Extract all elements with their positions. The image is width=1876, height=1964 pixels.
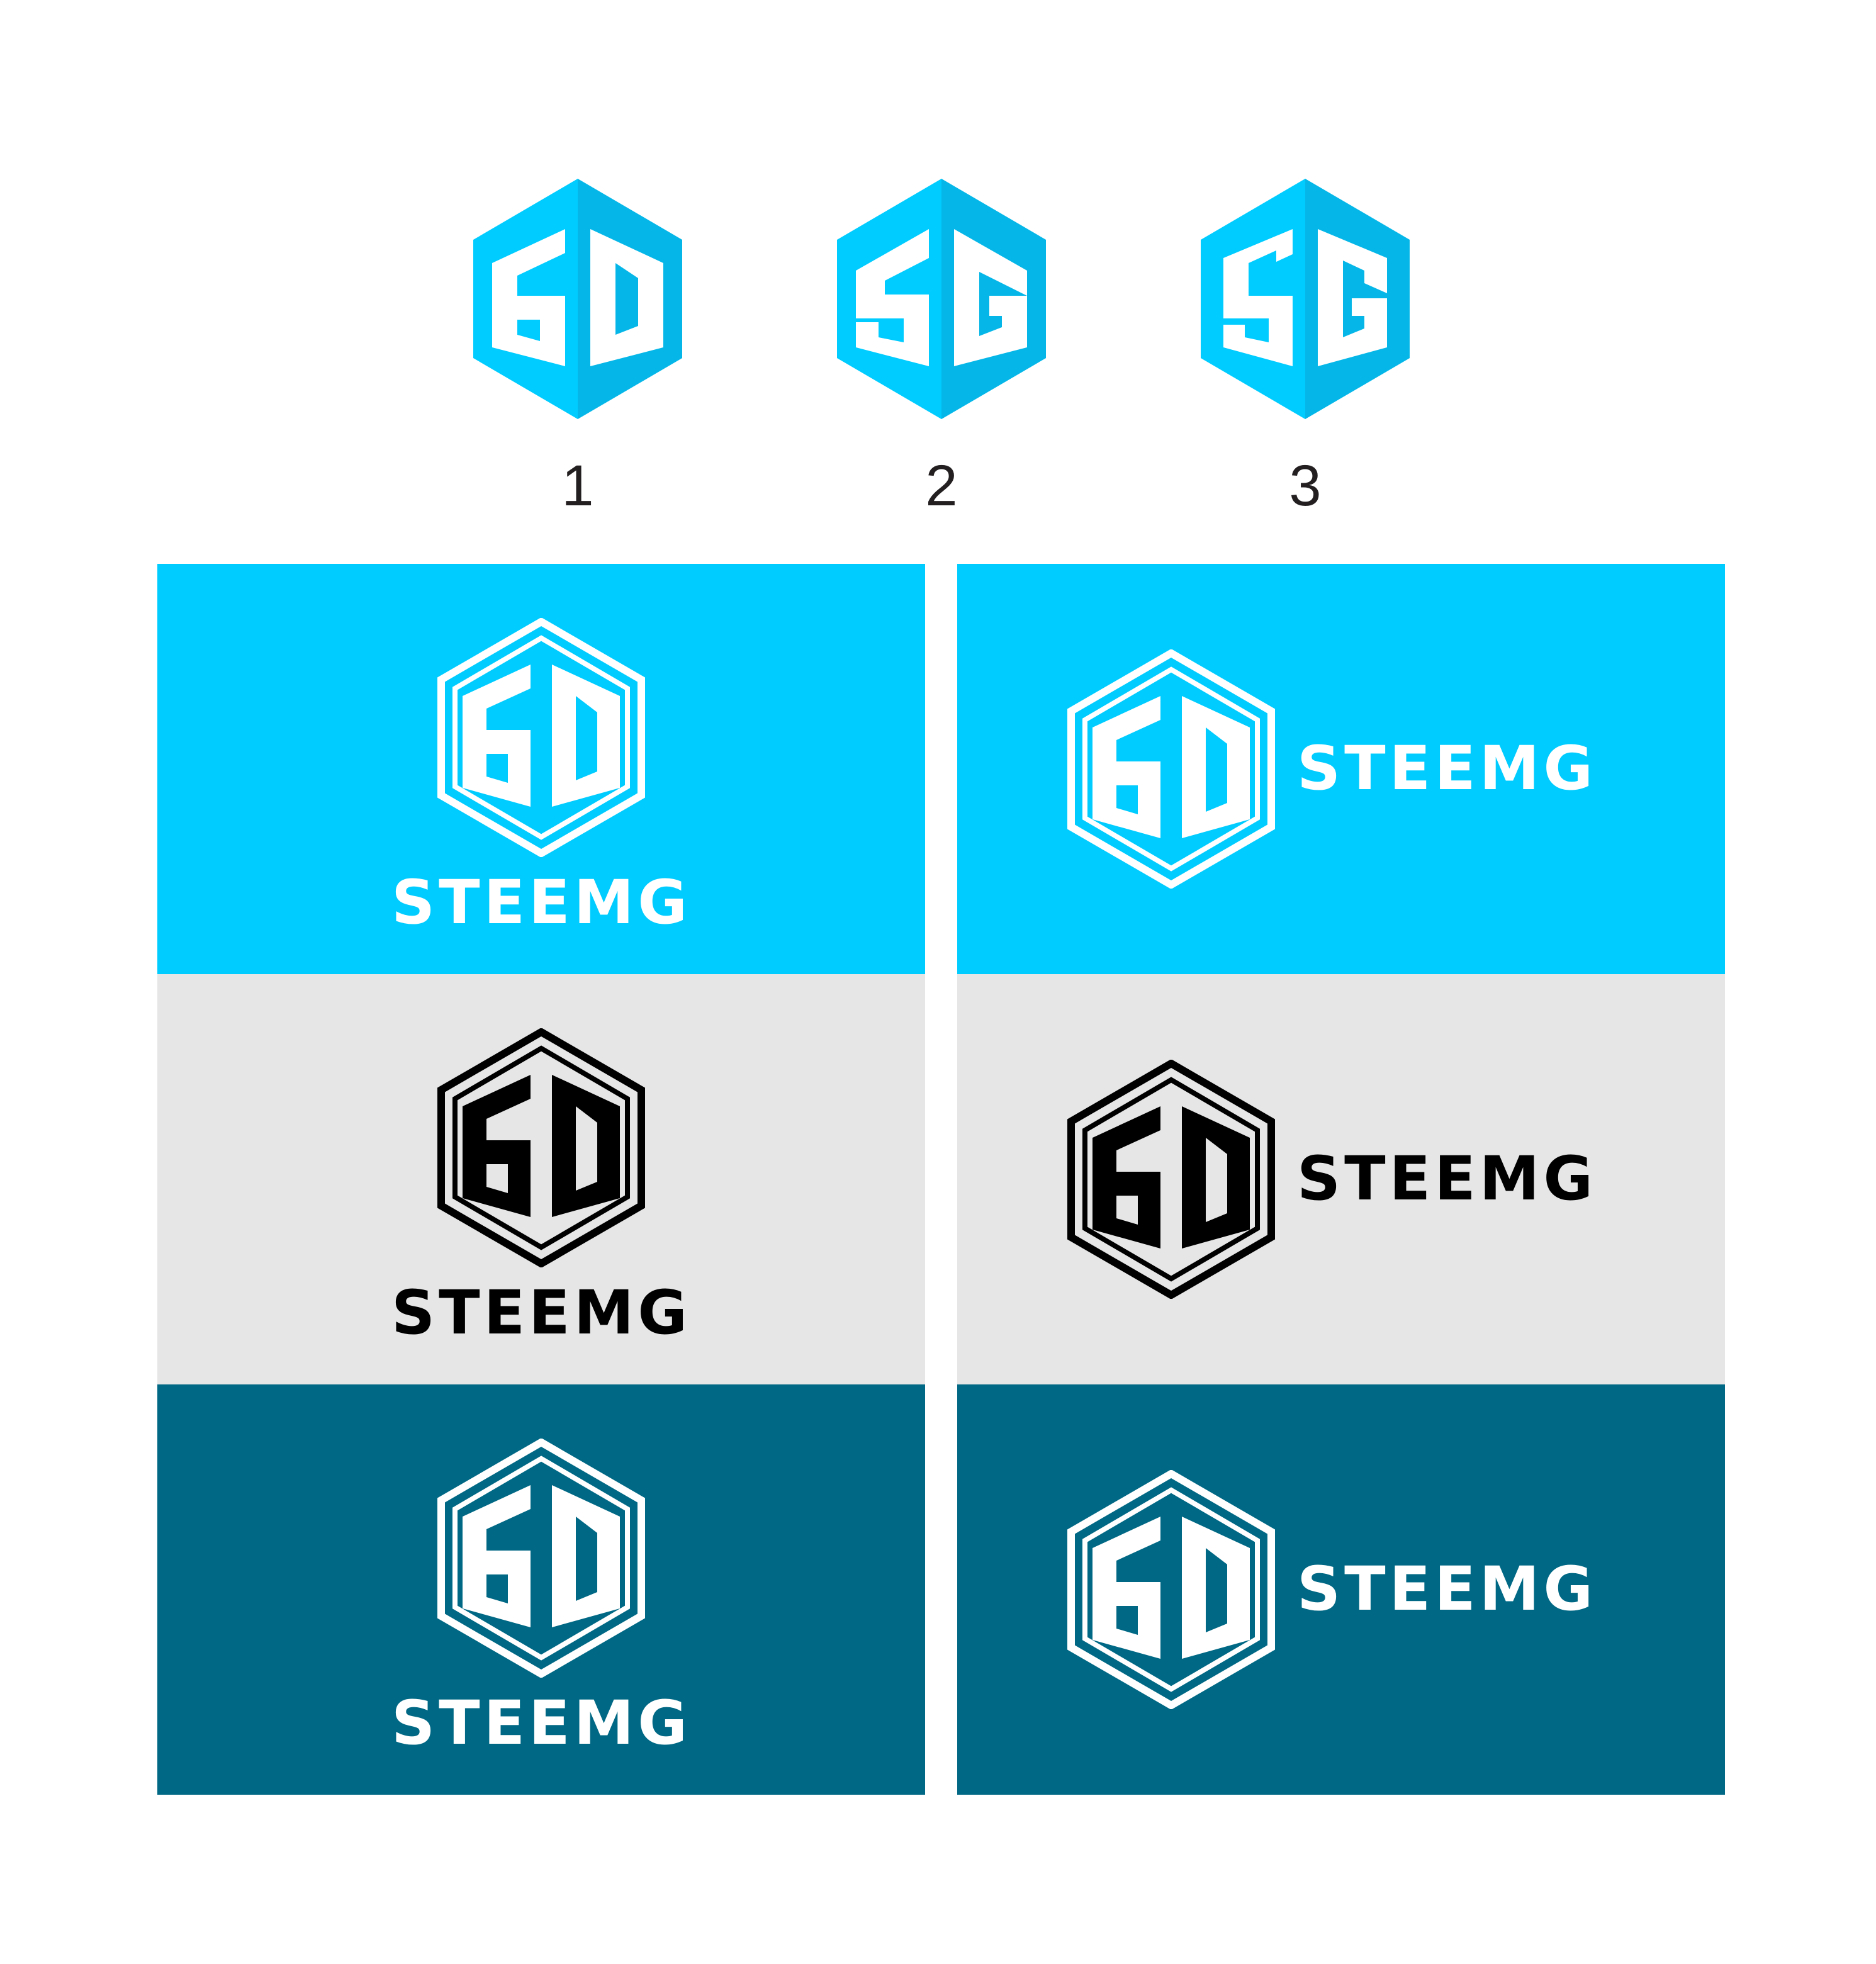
sg-emblem-outline-icon (437, 1028, 645, 1267)
emblem-variant-2 (834, 176, 1048, 422)
lockup-inline-sky: STEEMG (957, 564, 1725, 974)
variant-number-3: 3 (1289, 454, 1322, 518)
variant-number-2: 2 (925, 454, 958, 518)
sg-emblem-outline-icon (1067, 649, 1275, 889)
wordmark: STEEMG (1297, 1143, 1597, 1214)
wordmark: STEEMG (391, 1688, 692, 1758)
wordmark: STEEMG (391, 867, 692, 938)
sg-emblem-outline-icon (1067, 1470, 1275, 1709)
sg-emblem-gradient-icon (473, 179, 682, 419)
lockup-inline-gray: STEEMG (957, 974, 1725, 1384)
sg-emblem-gradient-icon (837, 179, 1046, 419)
sg-emblem-outline-icon (437, 618, 645, 857)
lockup-stacked-sky: STEEMG (157, 564, 925, 974)
emblem-variant-1 (471, 176, 685, 422)
sg-emblem-gradient-icon (1201, 179, 1410, 419)
variant-number-1: 1 (561, 454, 594, 518)
lockup-stacked-teal: STEEMG (157, 1384, 925, 1795)
lockup-inline-teal: STEEMG (957, 1384, 1725, 1795)
lockup-stacked-gray: STEEMG (157, 974, 925, 1384)
wordmark: STEEMG (1297, 1554, 1597, 1624)
wordmark: STEEMG (1297, 733, 1597, 804)
sg-emblem-outline-icon (1067, 1060, 1275, 1299)
sg-emblem-outline-icon (437, 1439, 645, 1678)
wordmark: STEEMG (391, 1277, 692, 1348)
emblem-variant-3 (1198, 176, 1412, 422)
